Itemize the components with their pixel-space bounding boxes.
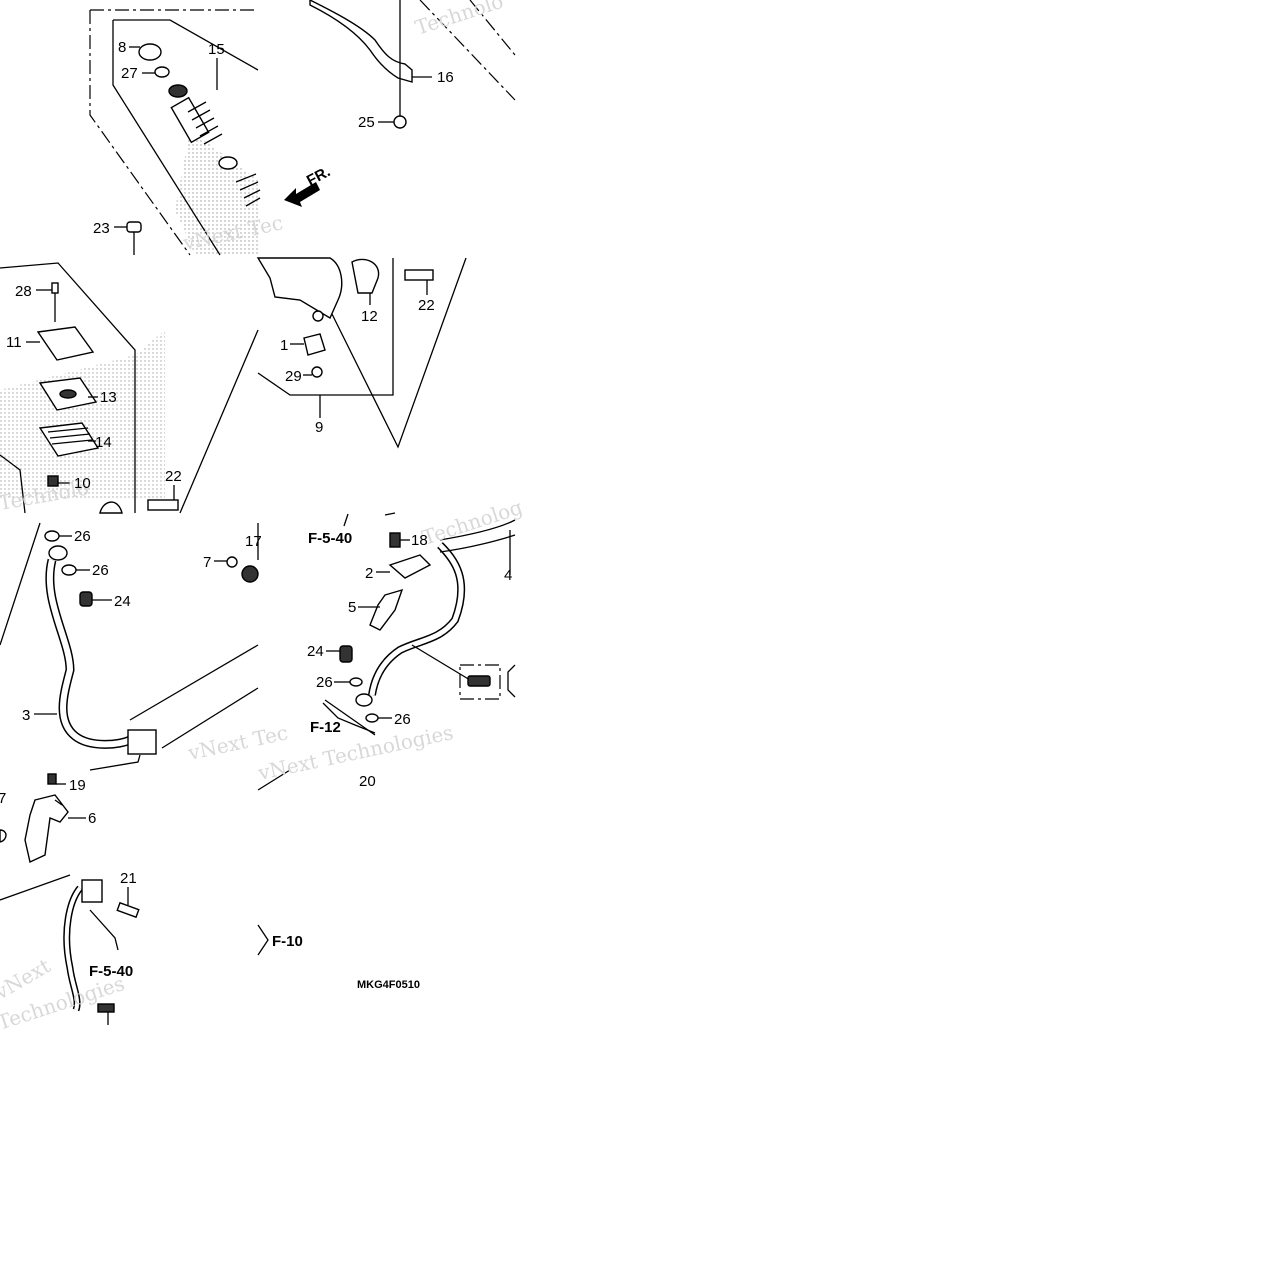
front-arrow-icon: [284, 182, 320, 207]
washer-part-26d: [365, 713, 379, 723]
callout-29: 29: [285, 368, 302, 385]
panel-master-cylinder-piston: [89, 9, 261, 256]
callout-9: 9: [315, 419, 323, 436]
bolt-part-22-left: [147, 499, 179, 511]
callout-25: 25: [358, 114, 375, 131]
ref-f-12[interactable]: F-12: [310, 719, 341, 736]
callout-28: 28: [15, 283, 32, 300]
banjo-part: [48, 545, 68, 561]
ref-f-5-40-bottom[interactable]: F-5-40: [89, 963, 133, 980]
banjo-bolt-part-24b: [339, 645, 353, 663]
direction-label: FR.: [304, 163, 333, 189]
callout-26a: 26: [74, 528, 91, 545]
piston-boot: [170, 96, 210, 144]
washer-part: [218, 156, 238, 170]
clip-part-27: [154, 66, 170, 78]
panel-reservoir: [0, 262, 259, 514]
callout-26d: 26: [394, 711, 411, 728]
clamp-edge: [99, 501, 123, 514]
callout-17: 17: [245, 533, 262, 550]
panel-master-cylinder-body: [256, 257, 467, 449]
banjo-part-lower: [355, 693, 373, 707]
ref-f-10[interactable]: F-10: [272, 933, 303, 950]
bolt-part-23: [126, 221, 142, 233]
callout-16: 16: [437, 69, 454, 86]
nut-part-25: [393, 115, 407, 129]
callout-20: 20: [359, 773, 376, 790]
bolt-part-19: [47, 773, 57, 785]
callout-2: 2: [365, 565, 373, 582]
callout-10: 10: [74, 475, 91, 492]
master-cylinder-body: [256, 257, 343, 320]
watermarks: vNext Tec Technolo vNext Tec Technolo Te…: [0, 0, 526, 1035]
panel-brake-hose-lower: [322, 512, 516, 736]
callout-8: 8: [118, 39, 126, 56]
callout-4: 4: [504, 567, 512, 584]
washer-part-26a: [44, 530, 60, 542]
dashed-bolt-box: [459, 664, 501, 700]
callout-26b: 26: [92, 562, 109, 579]
leader-lines: [26, 46, 432, 1025]
panel-brake-hose-upper: [0, 522, 259, 771]
callout-22-right: 22: [418, 297, 435, 314]
panel-hose-clamp-lower: [0, 769, 291, 1013]
callout-5: 5: [348, 599, 356, 616]
lever-part-16: [309, 0, 413, 83]
callout-19: 19: [69, 777, 86, 794]
callout-11: 11: [6, 334, 22, 351]
bolt-part-18: [389, 532, 401, 548]
stay-part-6: [24, 794, 69, 864]
callout-7-top: 7: [203, 554, 211, 571]
part-7-top: [226, 556, 238, 568]
stay-part-2: [388, 554, 432, 579]
callout-24b: 24: [307, 643, 324, 660]
callout-1: 1: [280, 337, 288, 354]
callout-18: 18: [411, 532, 428, 549]
clamp-part-5: [369, 588, 404, 631]
banjo-bolt-part-24: [79, 591, 93, 607]
callout-labels: 8 15 27 23 16 25 28 11 13 14 10 22 12 22…: [0, 39, 512, 887]
part-10: [47, 475, 59, 487]
callout-14: 14: [95, 434, 112, 451]
callout-6: 6: [88, 810, 96, 827]
screw-part-29: [311, 366, 323, 378]
part-17: [241, 565, 259, 583]
washer-part-26b: [61, 564, 77, 576]
callout-15: 15: [208, 41, 225, 58]
bolt-part-21: [116, 901, 140, 919]
callout-27: 27: [121, 65, 138, 82]
bolt-part-22-right: [404, 269, 434, 281]
ref-f-5-40-top[interactable]: F-5-40: [308, 530, 352, 547]
callout-13: 13: [100, 389, 117, 406]
callout-21: 21: [120, 870, 137, 887]
washer-part-26c: [349, 677, 363, 687]
seal-part: [168, 84, 188, 98]
hose-joint: [127, 729, 157, 755]
holder-part-12: [351, 258, 380, 294]
callout-26c: 26: [316, 674, 333, 691]
callout-23: 23: [93, 220, 110, 237]
callout-22-left: 22: [165, 468, 182, 485]
cover-part-11: [36, 326, 95, 361]
callout-12: 12: [361, 308, 378, 325]
cap-part-8: [138, 43, 162, 61]
screw-part-28: [51, 282, 59, 294]
hose-joint-lower: [81, 879, 103, 903]
callout-7-bottom: 7: [0, 790, 6, 807]
bolt-lower: [97, 1003, 115, 1013]
spring-part: [235, 173, 261, 207]
diagram-code: MKG4F0510: [357, 979, 420, 991]
switch-part-1: [303, 333, 326, 356]
callout-3: 3: [22, 707, 30, 724]
callout-24a: 24: [114, 593, 131, 610]
panel-brake-lever: [284, 0, 516, 207]
